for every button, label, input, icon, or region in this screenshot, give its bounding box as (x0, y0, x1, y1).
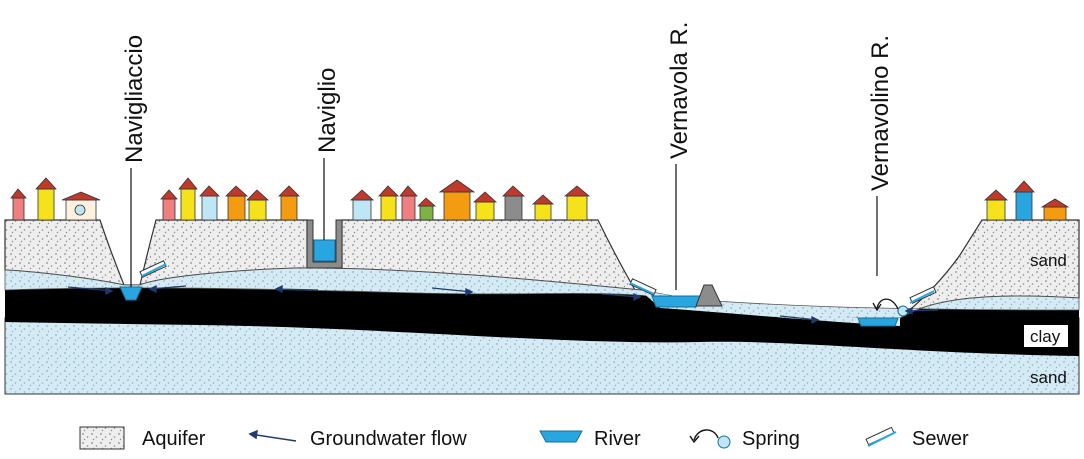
legend-river-icon (539, 430, 583, 443)
sewer-vernavolino (909, 286, 937, 304)
river-vernavolino (857, 317, 899, 327)
saturated-upper-sand (4, 267, 1080, 319)
legend-groundwater-flow-label: Groundwater flow (310, 428, 467, 450)
legend-aquifer-swatch (79, 426, 125, 450)
sewer-navigliaccio (139, 260, 167, 278)
groundwater-flow-arrows (67, 284, 939, 325)
legend-sewer-icon (865, 426, 897, 447)
river-vernavola (651, 295, 701, 308)
legend-sewer-label: Sewer (912, 428, 969, 450)
label-vernavolino: Vernavolino R. (867, 35, 894, 191)
layer-label-clay: clay (1030, 327, 1061, 346)
label-vernavola: Vernavola R. (666, 22, 693, 159)
sewer-vernavola (629, 278, 657, 296)
legend-spring-label: Spring (742, 428, 800, 450)
river-navigliaccio (119, 286, 143, 301)
houses (10, 177, 1070, 221)
clay-layer (5, 287, 1079, 356)
vernavola-valley-fill (640, 290, 900, 326)
layer-label-clay-bg (1024, 325, 1068, 347)
layer-label-sand-lower: sand (1030, 368, 1067, 387)
legend: Aquifer Groundwater flow River Spring Se… (79, 426, 969, 450)
legend-groundwater-flow-icon (248, 429, 297, 442)
label-navigliaccio: Navigliaccio (121, 35, 148, 163)
legend-river-label: River (594, 428, 641, 450)
embankment (695, 284, 723, 307)
layer-label-sand-upper: sand (1030, 251, 1067, 270)
leader-lines (130, 158, 878, 290)
naviglio-channel-wall (306, 219, 343, 269)
label-naviglio: Naviglio (314, 68, 341, 153)
legend-aquifer-label: Aquifer (142, 428, 206, 450)
naviglio-water (313, 239, 336, 262)
legend-spring-icon (689, 429, 731, 449)
